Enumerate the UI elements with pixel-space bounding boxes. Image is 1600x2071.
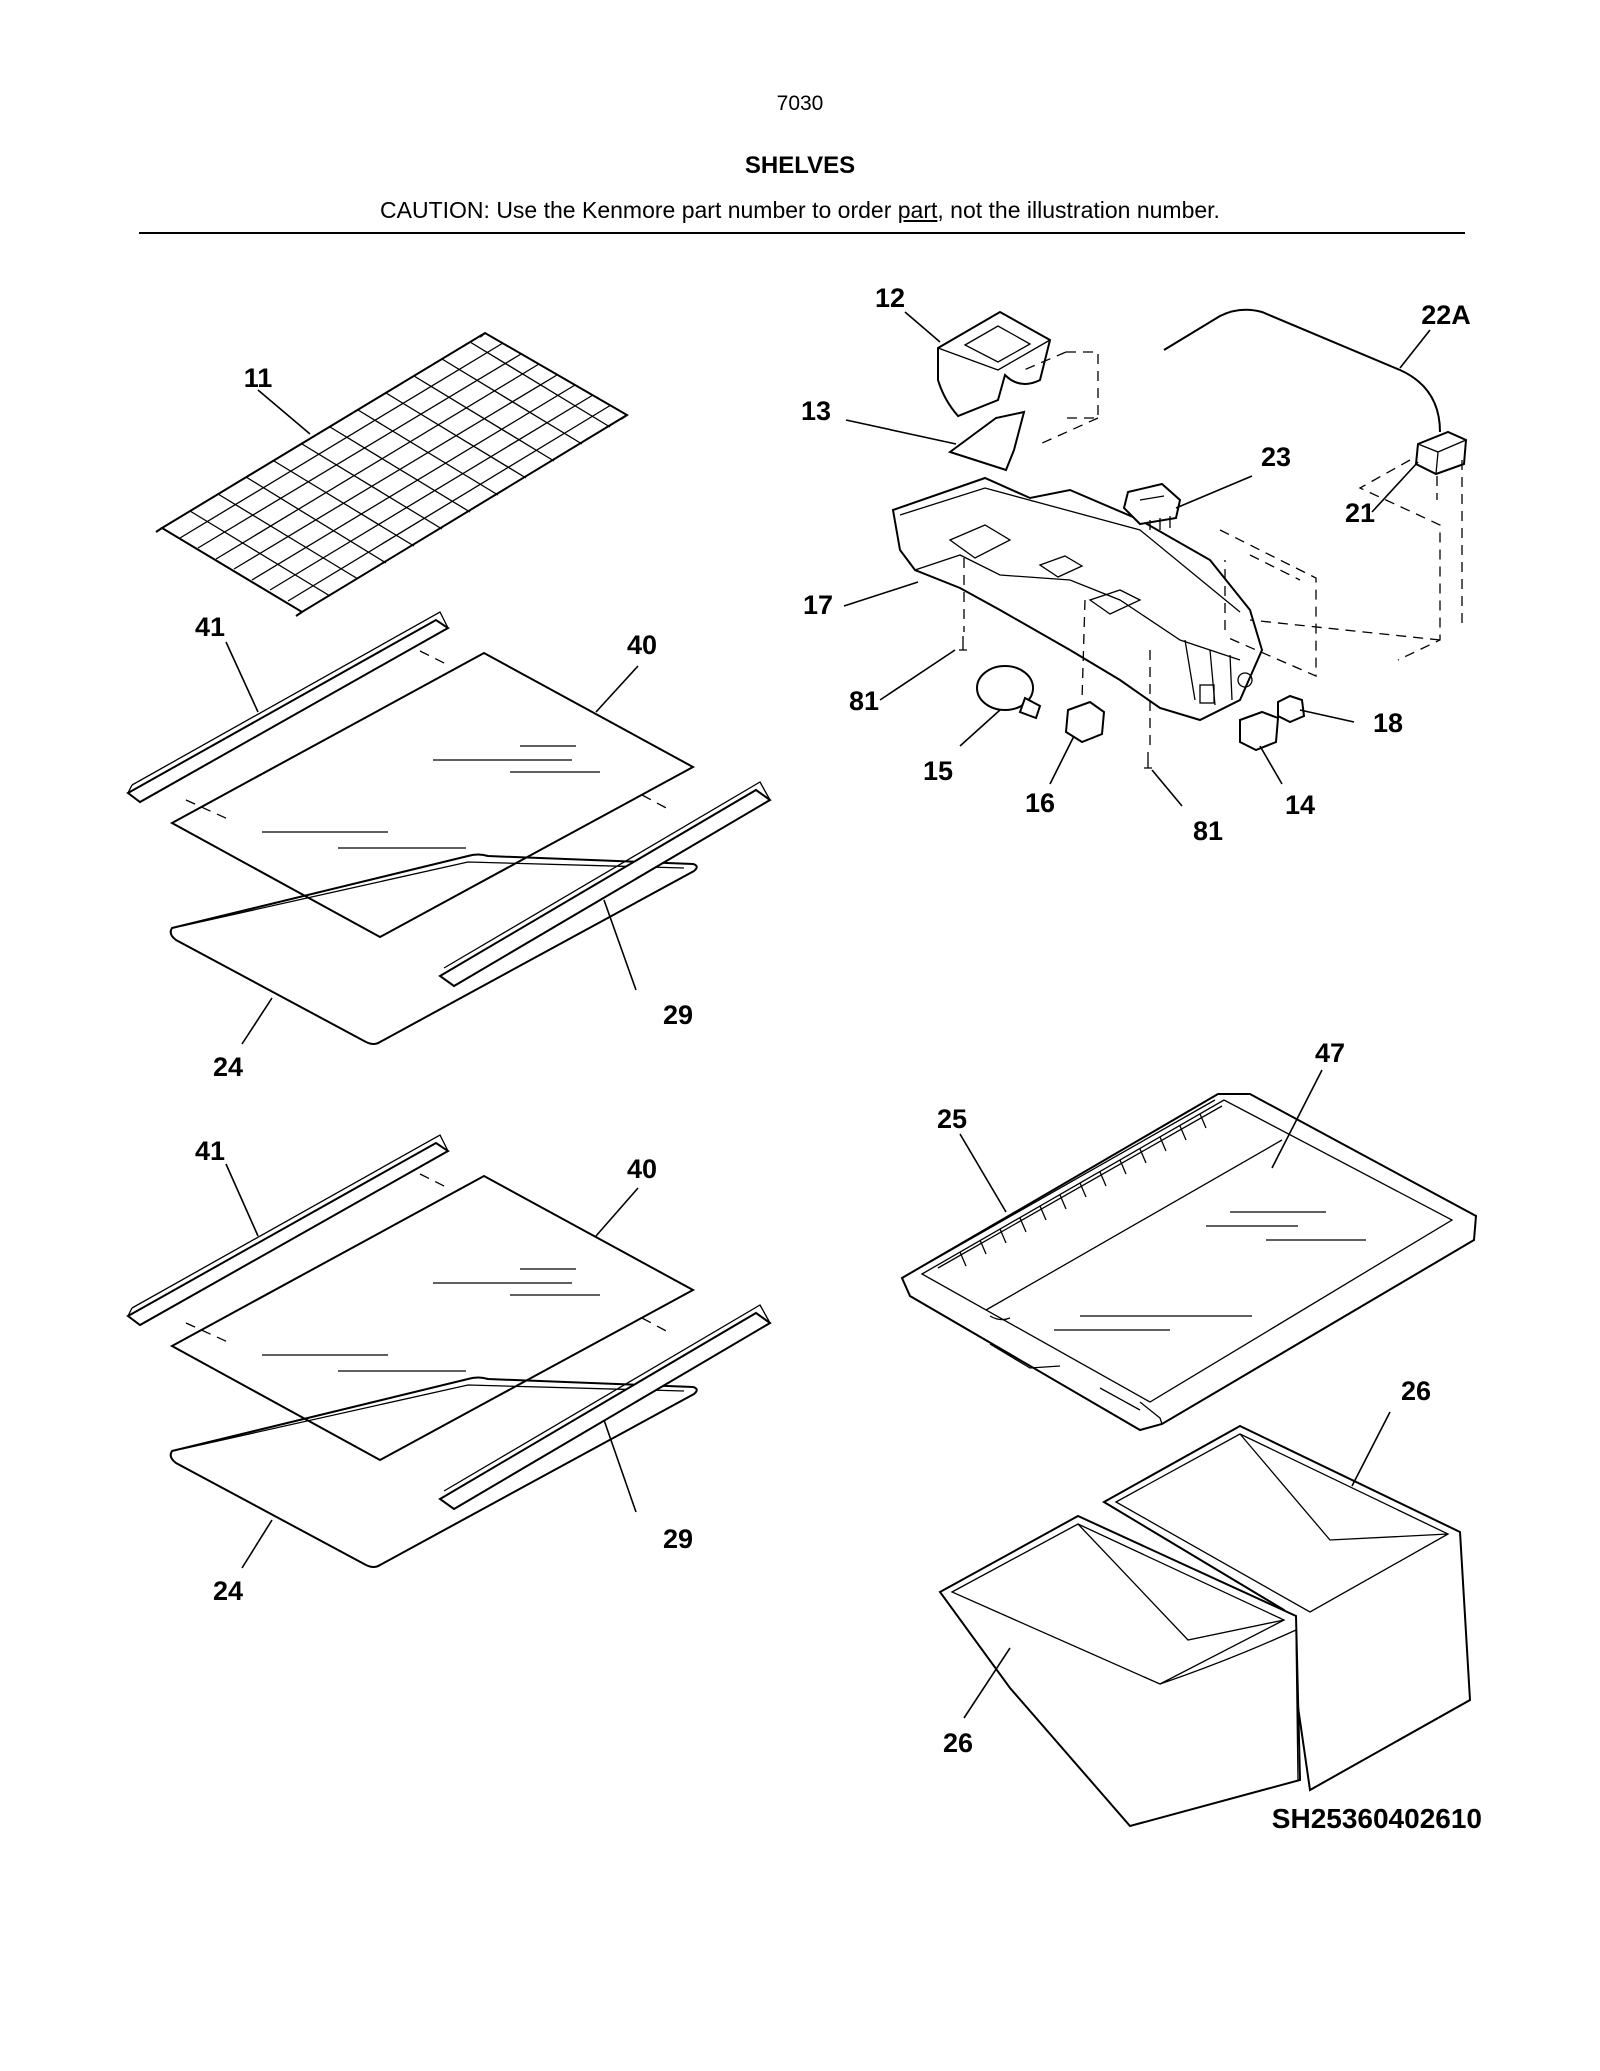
callout-15: 15 [923,756,953,786]
caution-text-end: , not the illustration number. [937,197,1220,223]
callout-labels: 11 12 13 14 15 16 17 18 21 22A 23 24 24 … [195,283,1471,1758]
page-title: SHELVES [744,152,856,179]
callout-41-lower: 41 [195,1136,225,1166]
callout-12: 12 [875,283,905,313]
callout-81-left: 81 [849,686,879,716]
callout-26-rear: 26 [1401,1376,1431,1406]
callout-40-upper: 40 [627,630,657,660]
page-number: 7030 [776,92,824,115]
callout-16: 16 [1025,788,1055,818]
leader-lines [225,311,1431,1719]
drawing-code: SH25360402610 [1272,1803,1482,1834]
wire-shelf [155,331,629,617]
callout-29-upper: 29 [663,1000,693,1030]
glass-shelf-lower [126,1134,772,1568]
callout-47: 47 [1315,1038,1345,1068]
callout-40-lower: 40 [627,1154,657,1184]
caution-part-link: part [897,197,938,223]
callout-24-lower: 24 [213,1576,243,1606]
callout-25: 25 [937,1104,967,1134]
callout-26-front: 26 [943,1728,973,1758]
callout-21: 21 [1345,498,1375,528]
callout-14: 14 [1285,790,1315,820]
glass-shelf-upper [126,611,772,1045]
header-rule [139,232,1465,234]
callout-23: 23 [1261,442,1291,472]
crisper-cover-assembly [900,1093,1478,1432]
callout-17: 17 [803,590,833,620]
control-housing-assembly [891,308,1468,769]
callout-24-upper: 24 [213,1052,243,1082]
caution-text-start: CAUTION: Use the Kenmore part number to … [380,197,898,223]
caution-note: CAUTION: Use the Kenmore part number to … [0,197,1600,224]
callout-11: 11 [244,363,273,393]
callout-13: 13 [801,396,831,426]
callout-29-lower: 29 [663,1524,693,1554]
callout-22a: 22A [1421,300,1471,330]
callout-41-upper: 41 [195,612,225,642]
callout-18: 18 [1373,708,1403,738]
crisper-drawers [938,1424,1472,1828]
callout-81-right: 81 [1193,816,1223,846]
